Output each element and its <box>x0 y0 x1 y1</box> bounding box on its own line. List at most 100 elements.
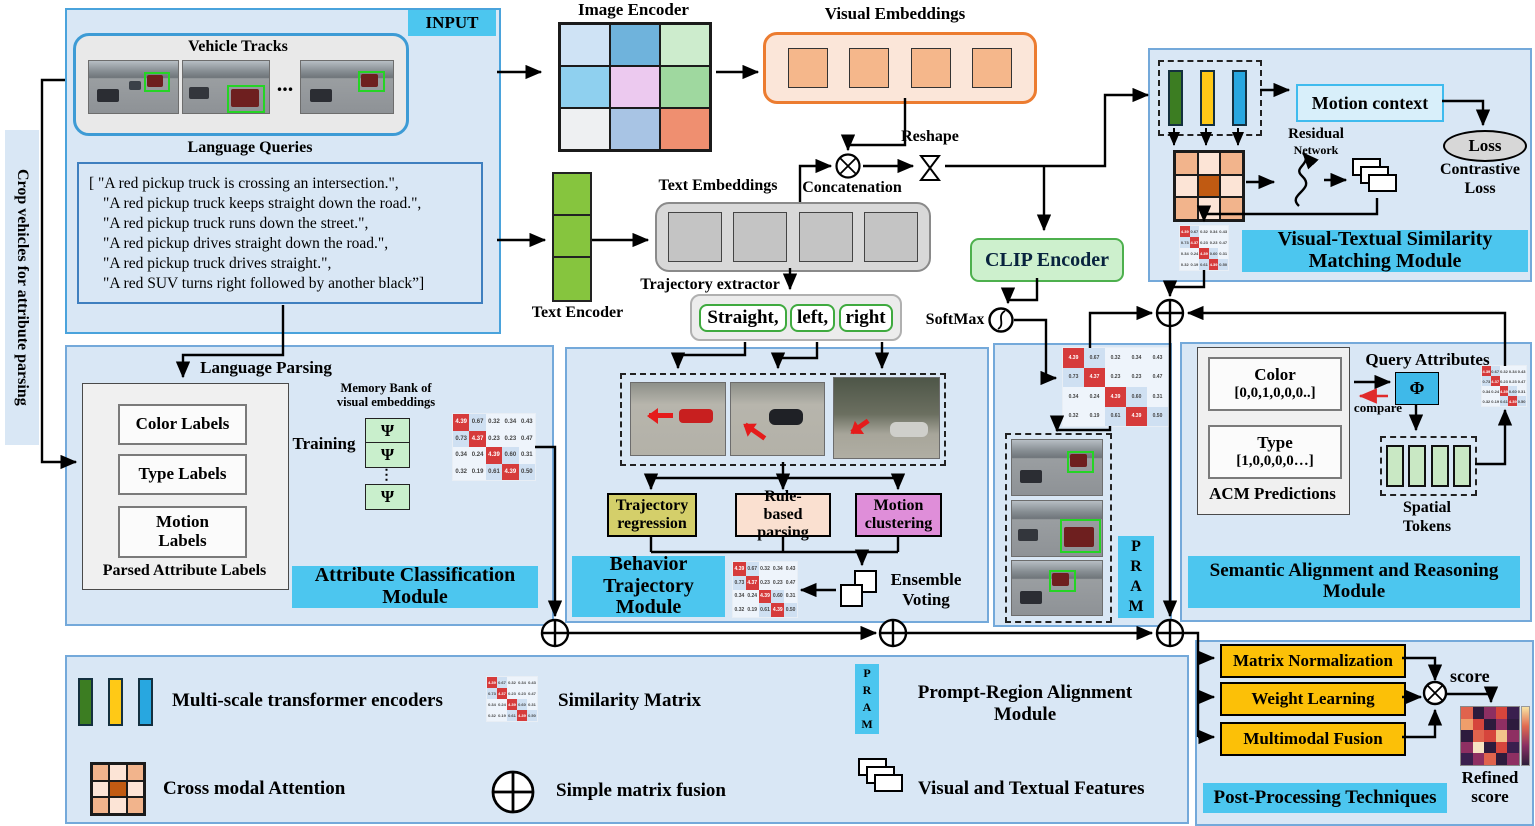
legend-multiscale-label: Multi-scale transformer encoders <box>172 690 443 711</box>
trajectory-tokens-container: Straight, left, right <box>690 294 902 341</box>
similarity-cell: 0.19 <box>469 463 486 480</box>
black-car <box>769 409 803 425</box>
similarity-cell: 0.61 <box>1499 396 1509 406</box>
type-vector-value: [1,0,0,0,0…] <box>1236 453 1314 470</box>
encoder-bar-yellow <box>1200 70 1215 126</box>
vtsm-title: Visual-Textual Similarity Matching Modul… <box>1242 228 1528 272</box>
similarity-cell: 4.39 <box>1508 396 1518 406</box>
motion-labels-box: Motion Labels <box>118 506 247 558</box>
language-queries-box: [ "A red pickup truck is crossing an int… <box>77 162 483 304</box>
similarity-cell: 0.43 <box>1517 366 1526 376</box>
grid-cell <box>109 780 127 798</box>
similarity-cell: 4.39 <box>502 463 519 480</box>
legend-cross-modal-icon <box>90 762 146 816</box>
similarity-cell: 4.39 <box>1482 366 1491 376</box>
text-embeddings-container <box>655 202 931 272</box>
trajectory-extractor-label: Trajectory extractor <box>640 276 780 293</box>
similarity-cell: 0.60 <box>771 589 785 604</box>
color-vector-value: [0,0,1,0,0,0..] <box>1234 385 1316 402</box>
similarity-cell: 0.34 <box>1180 248 1190 259</box>
grid-cell <box>560 24 610 66</box>
car-shape <box>231 89 259 107</box>
color-labels-box: Color Labels <box>118 404 247 445</box>
similarity-cell: 0.60 <box>502 447 519 464</box>
similarity-cell: 0.47 <box>527 688 537 699</box>
similarity-cell: 0.32 <box>1063 406 1084 426</box>
similarity-cell: 0.67 <box>1490 366 1500 376</box>
similarity-cell: 0.31 <box>1218 248 1228 259</box>
similarity-cell: 0.32 <box>1499 366 1509 376</box>
similarity-cell: 0.31 <box>784 589 797 604</box>
visual-embedding-cell <box>910 48 951 88</box>
grid-cell <box>1461 730 1473 742</box>
similarity-cell: 0.23 <box>507 688 517 699</box>
similarity-cell: 4.39 <box>1499 386 1509 396</box>
memory-bank-line1: Memory Bank of <box>340 381 432 395</box>
feature-card <box>874 774 903 792</box>
query-attributes-label: Query Attributes <box>1365 350 1490 369</box>
similarity-cell: 4.37 <box>1490 376 1500 386</box>
grid-cell <box>610 24 660 66</box>
grid-cell <box>1197 152 1221 175</box>
similarity-cell: 0.23 <box>1105 367 1126 387</box>
pram-letter: R <box>1130 558 1142 575</box>
similarity-cell: 0.73 <box>733 575 746 590</box>
contrastive-loss-line2: Loss <box>1464 180 1496 197</box>
text-encoder-label: Text Encoder <box>531 304 624 321</box>
query-line: "A red pickup truck keeps straight down … <box>103 195 422 212</box>
visual-embeddings-label: Visual Embeddings <box>824 4 966 23</box>
grid-cell <box>1472 753 1485 765</box>
grid-cell <box>1472 730 1485 742</box>
type-labels-box: Type Labels <box>118 454 247 495</box>
cross-modal-attention-grid <box>1173 150 1245 222</box>
language-parsing-label: Language Parsing <box>200 358 332 377</box>
pram-letter: A <box>862 700 872 714</box>
pram-photos-dashed-box <box>1005 433 1112 623</box>
similarity-cell: 0.43 <box>518 414 535 431</box>
text-encoder-column <box>552 172 592 302</box>
similarity-cell: 0.19 <box>1084 406 1105 426</box>
car-shape <box>1064 527 1094 547</box>
grid-cell <box>1507 741 1519 754</box>
similarity-cell: 0.43 <box>1147 348 1168 368</box>
multiscale-encoders-icon <box>78 678 158 728</box>
psi-dots: ⋮ <box>379 467 394 483</box>
legend-pram-icon: P R A M <box>855 664 879 734</box>
similarity-cell: 0.60 <box>1208 248 1219 259</box>
matrix-normalization-box: Matrix Normalization <box>1220 644 1406 678</box>
similarity-cell: 0.60 <box>1508 386 1518 396</box>
memory-bank-line2: visual embeddings <box>336 395 436 409</box>
similarity-cell: 4.37 <box>497 688 507 699</box>
grid-cell <box>610 66 660 108</box>
pram-letter: P <box>1131 538 1141 555</box>
similarity-cell: 0.73 <box>1180 237 1190 248</box>
acm-predictions-caption: ACM Predictions <box>1209 484 1336 503</box>
similarity-cell: 0.23 <box>1208 237 1219 248</box>
grid-cell <box>109 764 127 781</box>
pram-photo <box>1011 560 1103 616</box>
sarm-title-line1: Semantic Alignment and Reasoning <box>1209 560 1499 582</box>
btm-title: Behavior Trajectory Module <box>572 554 725 618</box>
similarity-cell: 0.61 <box>1105 406 1126 426</box>
grid-cell <box>1484 741 1496 754</box>
car-shape <box>310 89 332 102</box>
grid-cell <box>1461 707 1473 719</box>
spatial-tokens-label: Spatial Tokens <box>1394 498 1460 536</box>
similarity-cell: 0.32 <box>758 562 772 576</box>
text-embedding-cell <box>798 212 853 262</box>
vtsm-title-line1: Visual-Textual Similarity <box>1277 228 1493 251</box>
grid-cell <box>1197 174 1221 198</box>
silver-car <box>890 422 928 437</box>
similarity-cell: 4.39 <box>485 447 503 464</box>
car-shape <box>147 75 163 87</box>
memory-bank-label: Memory Bank of visual embeddings <box>326 381 446 409</box>
image-encoder-label: Image Encoder <box>578 0 689 19</box>
maneuver-photo-left <box>630 382 726 456</box>
similarity-cell: 4.37 <box>745 575 759 590</box>
concatenation-label: Concatenation <box>802 179 902 196</box>
acm-title-line2: Module <box>382 586 448 608</box>
color-vector-box: Color [0,0,1,0,0,0..] <box>1208 357 1342 411</box>
